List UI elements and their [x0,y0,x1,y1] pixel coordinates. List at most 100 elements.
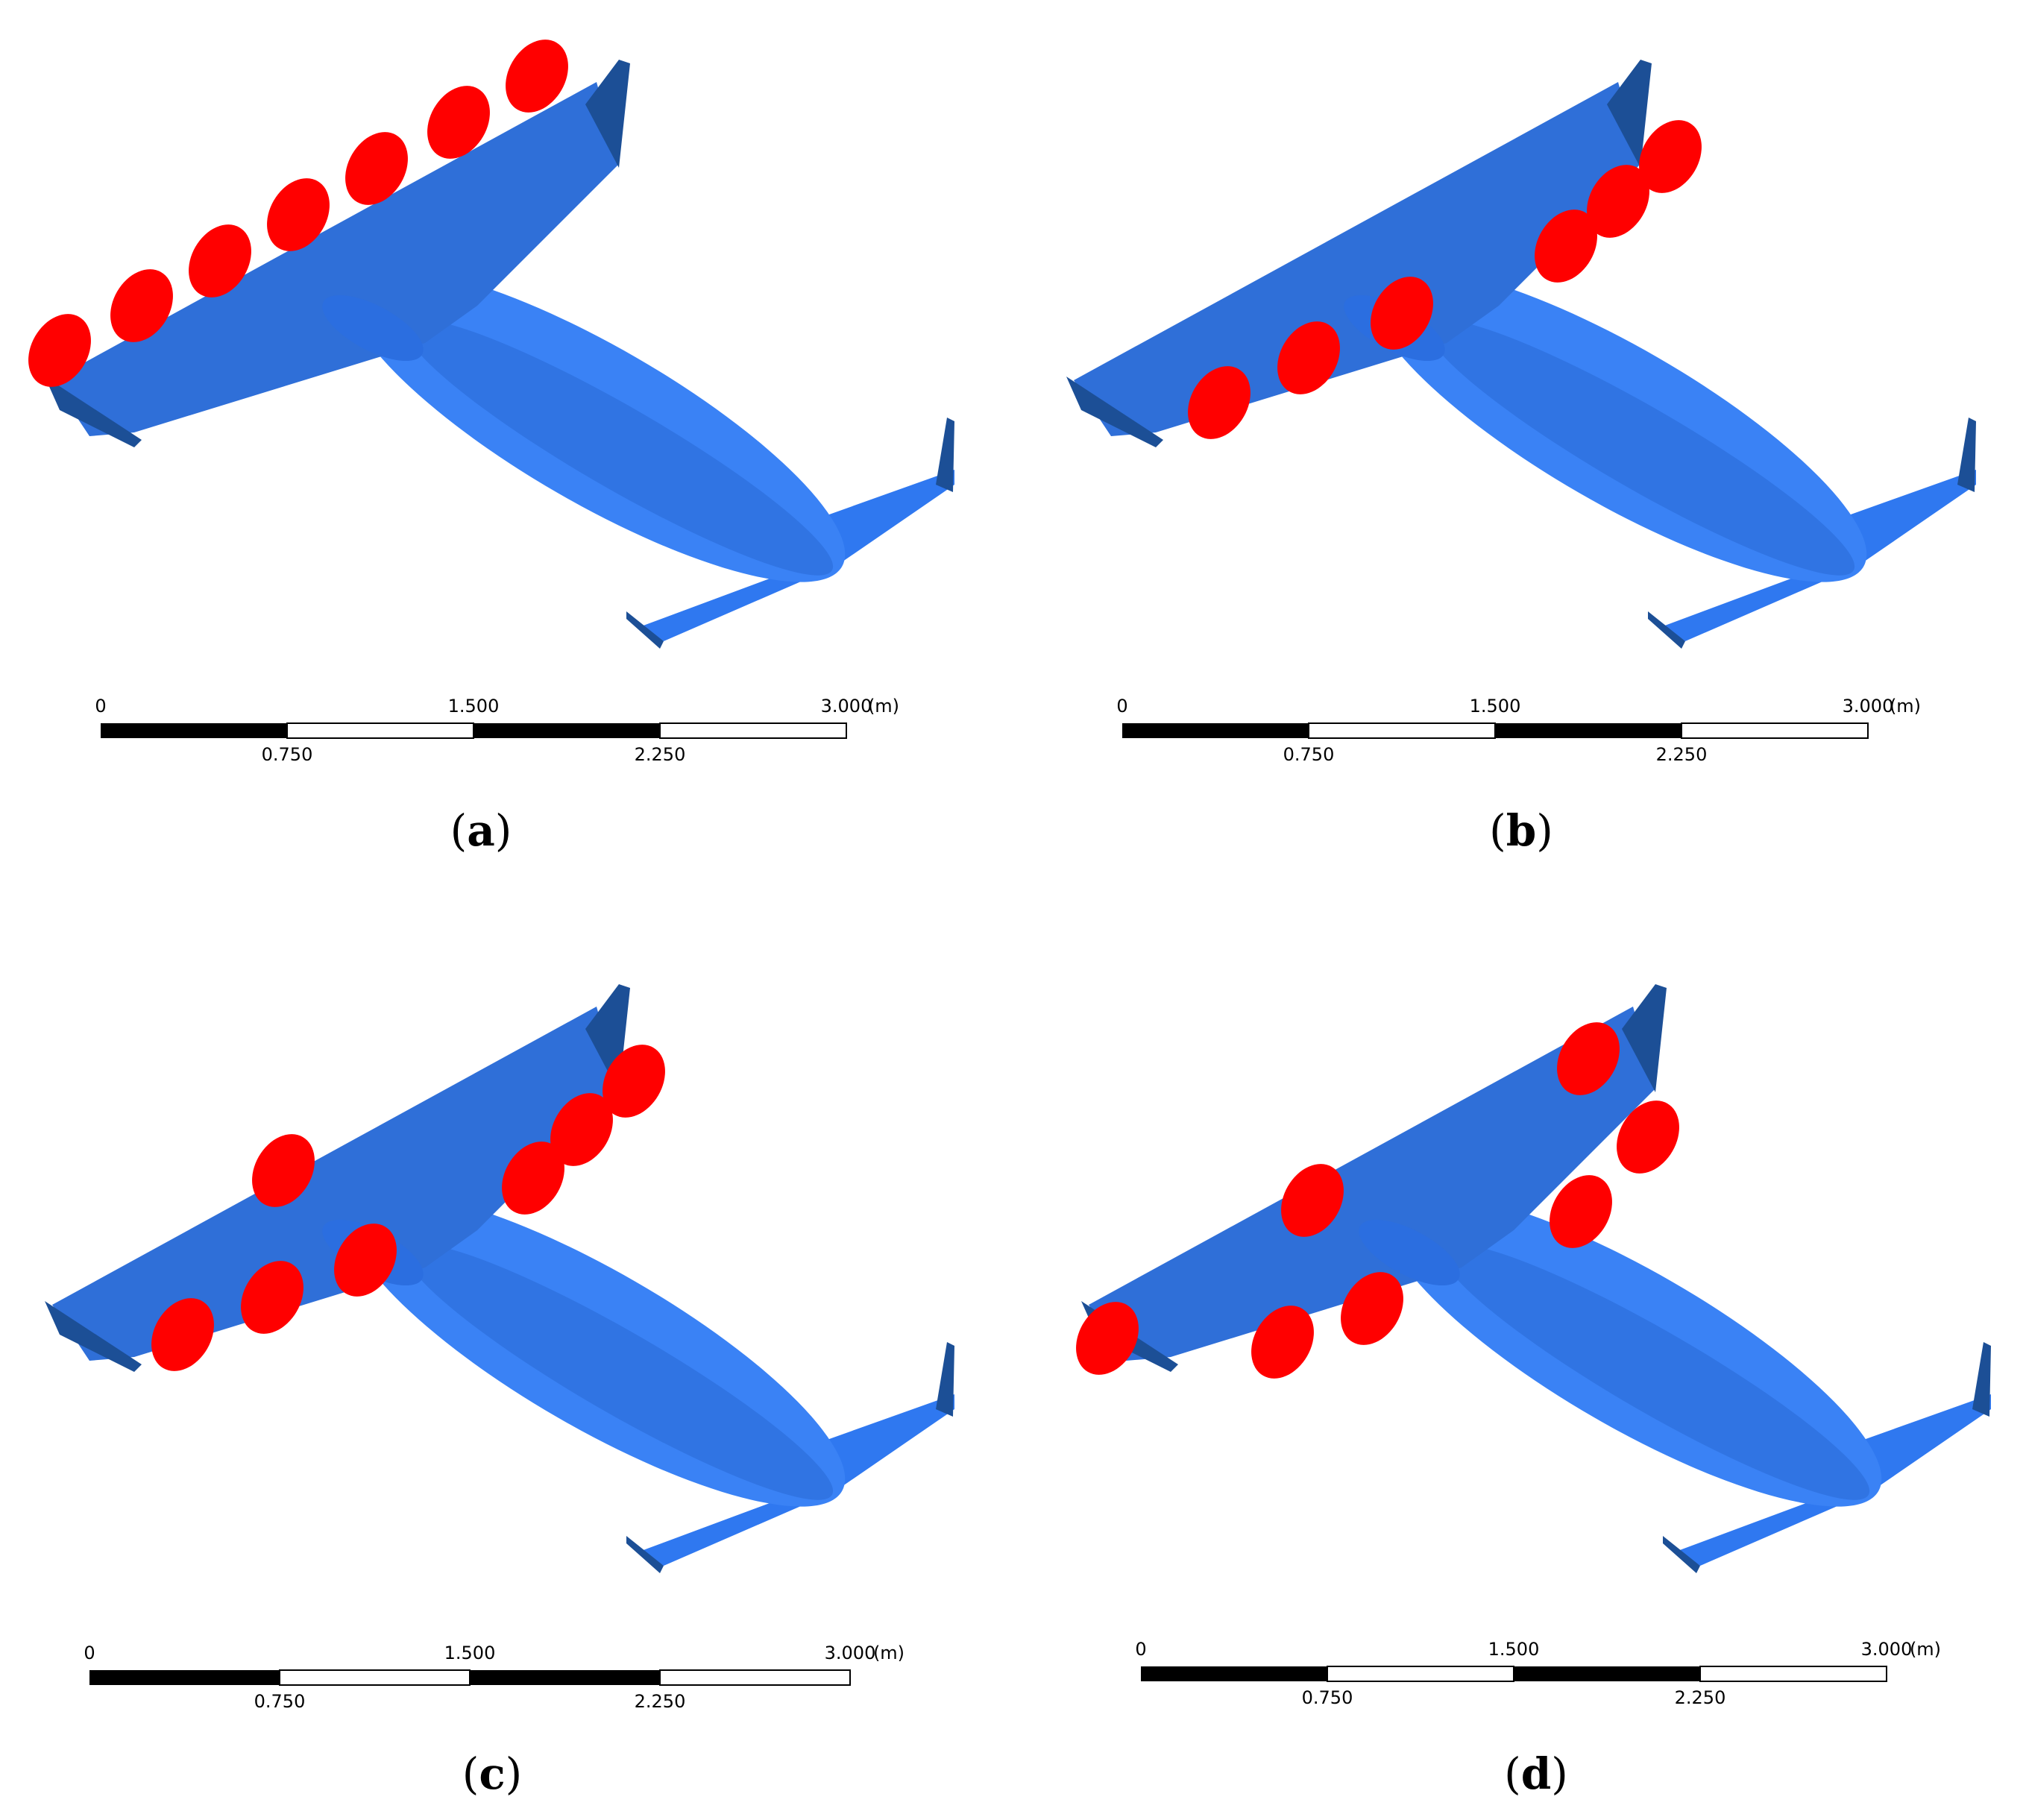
propeller-disk [110,269,173,342]
propeller-disk [1535,210,1597,283]
panel-c: 0 1.500 3.000 (m) 0.750 2.250 [22,954,977,1775]
scale-bar: 0 1.500 3.000 (m) 0.750 2.250 [1116,696,1921,765]
wingtip-fin-left [45,377,142,447]
propeller-disk [1639,120,1702,193]
propeller-disk [1076,1302,1139,1375]
propeller-disk [151,1298,214,1371]
tail-fin-left [1648,611,1685,649]
scale-label-1500: 1.500 [448,696,500,717]
propeller-disk [1550,1175,1612,1248]
propeller-disk [1251,1306,1314,1379]
caption-b: (b) [1489,805,1553,856]
scale-label-2250: 2.250 [635,1691,686,1712]
propellers [1188,120,1702,439]
scale-unit: (m) [1910,1639,1941,1660]
scale-bar: 0 1.500 3.000 (m) 0.750 2.250 [1135,1639,1941,1708]
propeller-disk [1557,1022,1620,1095]
propeller-disk [1341,1272,1403,1345]
scale-unit: (m) [1890,696,1921,717]
aircraft-render-c: 0 1.500 3.000 (m) 0.750 2.250 [45,984,954,1712]
horizontal-tail [1663,470,1976,641]
scale-label-0750: 0.750 [1283,744,1335,765]
scale-label-0: 0 [1135,1639,1146,1660]
propeller-disk [506,40,568,113]
scale-unit: (m) [873,1643,905,1663]
tail-fin-left [626,611,664,649]
propellers [1076,1022,1679,1379]
propeller-disk [345,132,408,205]
tail-fin-left [1663,1536,1700,1573]
scale-label-0: 0 [95,696,106,717]
propeller-disk [28,314,91,387]
propeller-disk [241,1261,303,1334]
propeller-disk [1371,277,1433,350]
tail-fin-right [936,418,954,492]
fuselage-shade [404,319,834,576]
main-wing [1089,1007,1655,1361]
wingtip-fin-right [1622,984,1667,1092]
airframe [1081,984,1991,1573]
scale-unit: (m) [868,696,899,717]
main-wing [52,82,619,436]
propeller-disk [502,1142,564,1215]
propeller-disk [334,1224,397,1297]
propeller-disk [252,1134,315,1207]
tail-fin-right [1957,418,1976,492]
fuselage [347,268,846,582]
wingtip-fin-right [1607,60,1652,168]
fuselage [1384,1192,1882,1507]
panel-b: 0 1.500 3.000 (m) 0.750 2.250 [1044,30,1998,850]
propeller-disk [1281,1164,1344,1237]
propellers [151,1045,665,1371]
horizontal-tail [641,470,954,641]
propeller-disk [1277,321,1340,394]
scale-label-1500: 1.500 [1488,1639,1540,1660]
main-wing [1074,82,1640,436]
airframe [45,60,954,649]
caption-d: (d) [1504,1748,1568,1799]
scale-label-0750: 0.750 [1302,1687,1353,1708]
airframe [45,984,954,1573]
fuselage [347,1192,846,1507]
propeller-disk [1188,366,1250,439]
tail-fin-right [1972,1342,1991,1417]
propeller-disk [427,86,490,159]
propellers [28,40,568,387]
caption-a: (a) [450,805,512,856]
propeller-disk [189,224,251,297]
horizontal-tail [641,1394,954,1566]
tail-fin-left [626,1536,664,1573]
scale-label-3000: 3.000 [825,1643,876,1663]
propeller-disk [550,1093,613,1166]
scale-label-1500: 1.500 [444,1643,496,1663]
wingtip-fin-right [585,60,630,168]
aircraft-render-b: 0 1.500 3.000 (m) 0.750 2.250 [1066,60,1976,765]
scale-label-1500: 1.500 [1470,696,1521,717]
fuselage-shade [404,1244,834,1500]
wing-fuselage-fairing [322,295,424,362]
aircraft-render-d: 0 1.500 3.000 (m) 0.750 2.250 [1076,984,1991,1708]
fuselage [1369,268,1867,582]
scale-label-2250: 2.250 [635,744,686,765]
tail-fin-right [936,1342,954,1417]
fuselage-shade [1441,1244,1870,1500]
propeller-disk [1587,165,1649,238]
fuselage-shade [1426,319,1855,576]
propeller-disk [267,178,330,251]
scale-label-3000: 3.000 [1843,696,1894,717]
scale-label-0: 0 [1116,696,1127,717]
caption-c: (c) [462,1748,523,1799]
main-wing [52,1007,619,1361]
aircraft-render-a: 0 1.500 3.000 (m) 0.750 2.250 [28,40,954,765]
scale-label-0750: 0.750 [262,744,313,765]
scale-label-2250: 2.250 [1656,744,1708,765]
propeller-disk [603,1045,665,1118]
scale-label-0750: 0.750 [254,1691,306,1712]
scale-label-3000: 3.000 [1861,1639,1913,1660]
scale-label-0: 0 [84,1643,95,1663]
wingtip-fin-left [45,1301,142,1372]
scale-label-2250: 2.250 [1675,1687,1726,1708]
airframe [1066,60,1976,649]
scale-label-3000: 3.000 [821,696,872,717]
horizontal-tail [1678,1394,1991,1566]
